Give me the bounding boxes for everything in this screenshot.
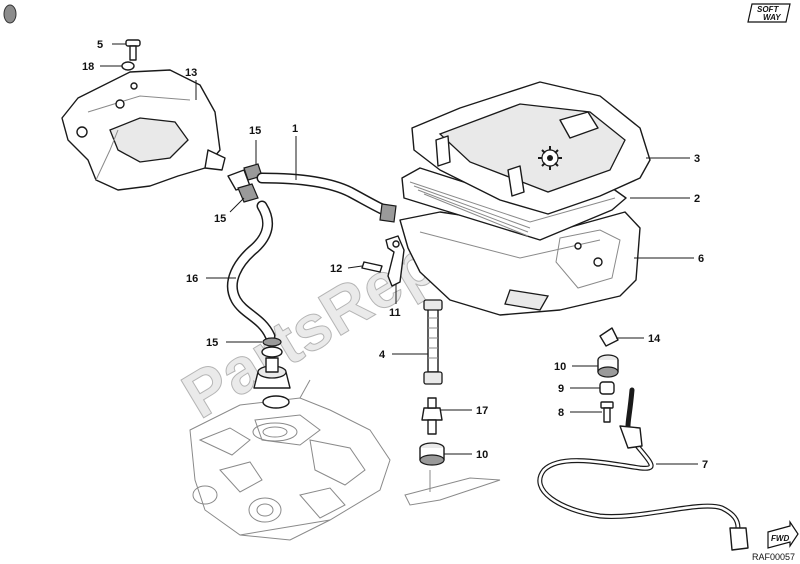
part-6-airbox-lower — [399, 211, 641, 316]
part-13-cover — [61, 69, 226, 191]
callout-18: 18 — [82, 61, 94, 73]
callout-15-mid: 15 — [214, 213, 226, 225]
part-4-bolt — [423, 299, 443, 385]
part-11-bracket — [385, 235, 405, 287]
callout-8: 8 — [558, 407, 564, 419]
corner-marker-icon — [3, 4, 17, 24]
drawing-code: RAF00057 — [752, 552, 795, 562]
callout-11: 11 — [389, 307, 401, 319]
part-14-washer — [599, 327, 619, 347]
gear-icon — [538, 146, 562, 170]
callout-labels: 5 18 13 15 1 15 16 15 12 11 4 3 2 6 14 1… — [82, 39, 708, 471]
part-10-grommet-right — [597, 354, 619, 378]
callout-12: 12 — [330, 263, 342, 275]
part-10-grommet-lower — [419, 442, 445, 466]
part-15-clamp-lower — [261, 337, 283, 358]
logo-line2: WAY — [763, 13, 781, 22]
part-15-clamp-middle — [237, 183, 259, 203]
callout-3: 3 — [694, 153, 700, 165]
logo-line1: SOFT — [757, 5, 779, 14]
callout-9: 9 — [558, 383, 564, 395]
callout-14: 14 — [648, 333, 661, 345]
part-8-screw — [600, 401, 614, 423]
part-7-drain-hose — [537, 387, 749, 551]
softway-logo-icon: SOFT WAY — [747, 3, 791, 23]
part-12-pin — [361, 261, 383, 273]
callout-5: 5 — [97, 39, 103, 51]
callout-4: 4 — [379, 349, 386, 361]
engine-breather-fitting — [253, 357, 291, 409]
part-16-hose — [226, 200, 276, 342]
callout-15-low: 15 — [206, 337, 218, 349]
part-1-hose — [256, 172, 397, 223]
callout-10-right: 10 — [554, 361, 566, 373]
callout-16: 16 — [186, 273, 198, 285]
part-9-spacer — [599, 381, 615, 395]
callout-15-top: 15 — [249, 125, 261, 137]
callout-10-lower: 10 — [476, 449, 488, 461]
callout-1: 1 — [292, 123, 298, 135]
part-17-stud — [421, 397, 443, 435]
callout-6: 6 — [698, 253, 704, 265]
leader-lines — [100, 43, 698, 465]
fwd-label: FWD — [771, 534, 789, 543]
callout-17: 17 — [476, 405, 488, 417]
callout-2: 2 — [694, 193, 700, 205]
frame-rail-outline — [404, 470, 501, 506]
fwd-arrow-icon: FWD — [767, 520, 799, 549]
part-18-washer — [121, 61, 135, 71]
engine-block-outline — [189, 379, 391, 541]
callout-13: 13 — [185, 67, 197, 79]
part-5-screw — [125, 39, 141, 61]
part-3-airbox-cover — [411, 81, 651, 215]
callout-7: 7 — [702, 459, 708, 471]
